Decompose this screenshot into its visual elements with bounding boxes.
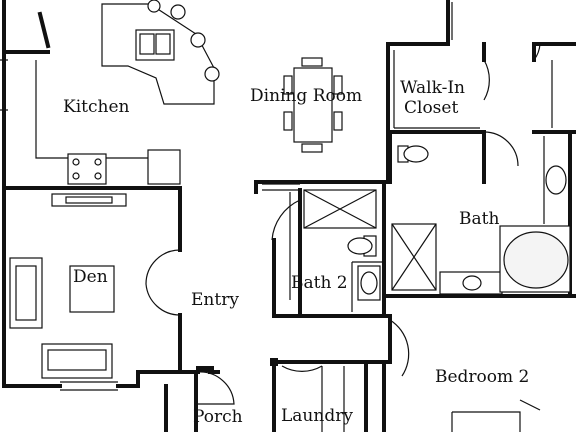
doors: [145, 43, 541, 405]
closet-shelves: [393, 2, 553, 129]
den-furniture: [9, 193, 127, 379]
sink-icon: [135, 29, 175, 61]
stool-icon: [170, 4, 186, 20]
room-label-dining-room: Dining Room: [250, 86, 362, 106]
windows: [0, 59, 300, 391]
refrigerator-icon: [147, 149, 181, 185]
sofa-icon: [41, 343, 113, 379]
coffee-table: [69, 265, 115, 313]
fireplace-icon: [51, 193, 127, 207]
room-label-laundry: Laundry: [281, 406, 353, 426]
dining-table: [283, 57, 343, 153]
room-label-entry: Entry: [191, 290, 239, 310]
bath-fixtures: [391, 136, 571, 295]
room-label-bedroom-2: Bedroom 2: [435, 367, 529, 387]
stool-icon: [147, 0, 161, 13]
stool-icon: [204, 66, 220, 82]
room-label-walk-in: Walk-In: [400, 78, 465, 98]
room-label-kitchen: Kitchen: [63, 97, 129, 117]
room-label-den: Den: [73, 267, 108, 287]
room-label-bath: Bath: [459, 209, 499, 229]
room-label-bath-2: Bath 2: [291, 273, 348, 293]
bath-2-fixtures: [303, 189, 384, 312]
room-label-closet: Closet: [404, 98, 458, 118]
stool-icon: [190, 32, 206, 48]
room-labels: Kitchen Dining Room Walk-In Closet Bath …: [63, 78, 529, 427]
kitchen-fixtures: [35, 0, 220, 185]
sofa-icon: [9, 257, 43, 329]
room-label-porch: Porch: [193, 407, 243, 427]
range-icon: [67, 153, 107, 185]
laundry-details: [196, 192, 541, 432]
